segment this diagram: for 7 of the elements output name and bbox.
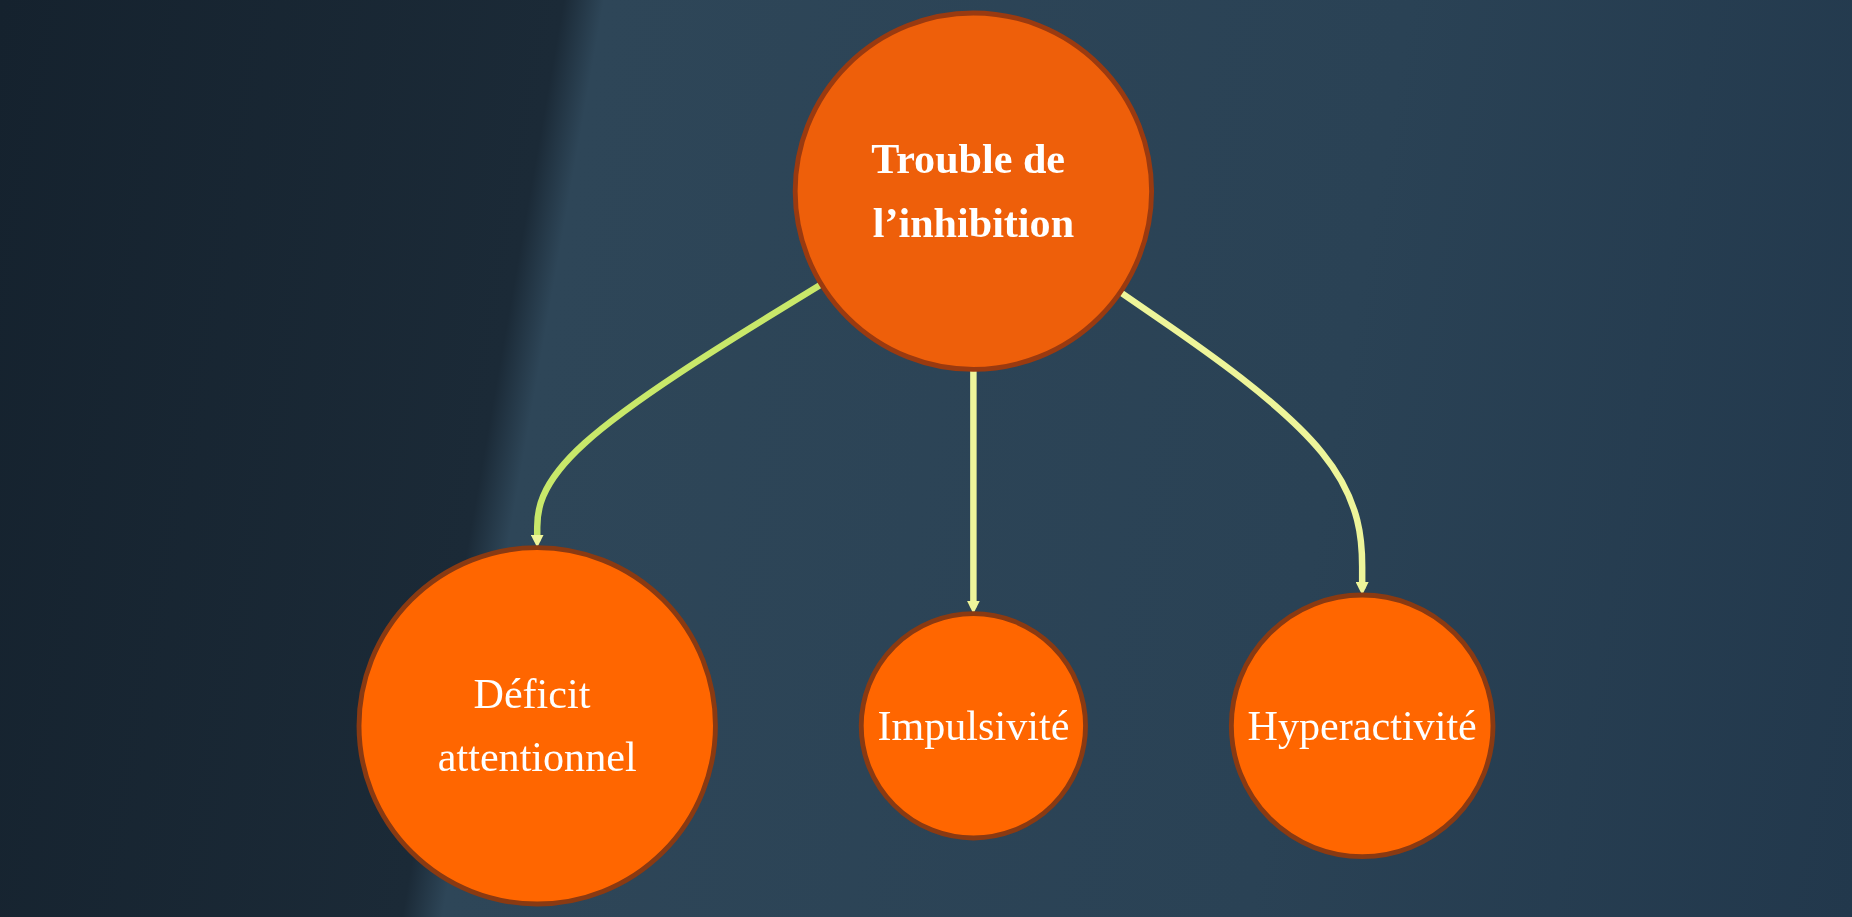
arrow — [1118, 289, 1369, 595]
node-circle: Impulsivité — [858, 611, 1088, 841]
node-circle: Hyperactivité — [1228, 592, 1496, 860]
arrow — [530, 281, 824, 548]
arrow — [966, 369, 980, 614]
node-circle: Déficit attentionnel — [356, 545, 718, 907]
node-circle: Trouble de l’inhibition — [792, 10, 1155, 372]
